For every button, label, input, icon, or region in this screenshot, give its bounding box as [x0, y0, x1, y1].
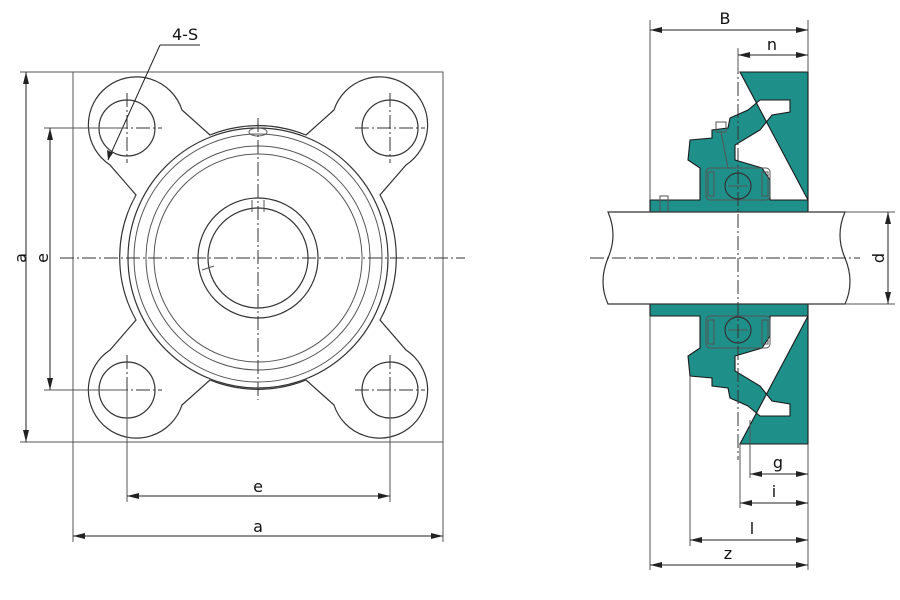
seal-upper-left	[707, 171, 715, 197]
label-n: n	[767, 35, 777, 54]
n-arrow-left	[738, 52, 750, 58]
set-screw-mark-3	[201, 265, 215, 271]
z-arrow-left	[650, 562, 662, 568]
a-left-arrow-bottom	[23, 430, 29, 442]
e-bottom-arrow-left	[127, 493, 139, 499]
e-bottom-arrow-right	[378, 493, 390, 499]
d-arrow-top	[885, 212, 891, 224]
b-arrow-left	[650, 27, 662, 33]
z-arrow-right	[796, 562, 808, 568]
label-a-bottom: a	[253, 517, 263, 536]
i-arrow-right	[796, 500, 808, 506]
label-4-s: 4-S	[172, 25, 198, 44]
b-arrow-right	[796, 27, 808, 33]
seal-lower-right	[761, 319, 769, 345]
label-z: z	[724, 544, 732, 563]
flange-square-outline	[72, 71, 444, 443]
g-arrow-right	[796, 471, 808, 477]
label-d: d	[869, 253, 888, 263]
i-arrow-left	[740, 500, 752, 506]
g-arrow-left	[750, 471, 762, 477]
label-i: i	[772, 482, 776, 501]
housing-section-upper	[649, 71, 809, 213]
e-left-arrow-top	[47, 128, 53, 140]
l-arrow-left	[690, 537, 702, 543]
label-a-left: a	[11, 253, 30, 263]
l-arrow-right	[796, 537, 808, 543]
label-e-left: e	[33, 253, 52, 263]
front-view: 4-S a e e a	[11, 25, 465, 542]
a-left-arrow-top	[23, 72, 29, 84]
label-g: g	[773, 453, 783, 472]
n-arrow-right	[796, 52, 808, 58]
label-l: l	[750, 519, 754, 538]
a-bottom-arrow-right	[431, 533, 443, 539]
s-leader-line	[107, 44, 161, 161]
grease-channel	[720, 131, 729, 169]
seal-lower-left	[707, 319, 715, 345]
housing-section-lower	[649, 303, 809, 445]
s-leader-arrow	[107, 150, 113, 160]
label-e-bottom: e	[253, 477, 263, 496]
flange-outline	[87, 76, 429, 439]
label-b: B	[720, 9, 731, 28]
a-bottom-arrow-left	[73, 533, 85, 539]
d-arrow-bottom	[885, 292, 891, 304]
side-view: B n d g i l z	[590, 9, 895, 570]
seal-upper-right	[761, 171, 769, 197]
e-left-arrow-bottom	[47, 378, 53, 390]
